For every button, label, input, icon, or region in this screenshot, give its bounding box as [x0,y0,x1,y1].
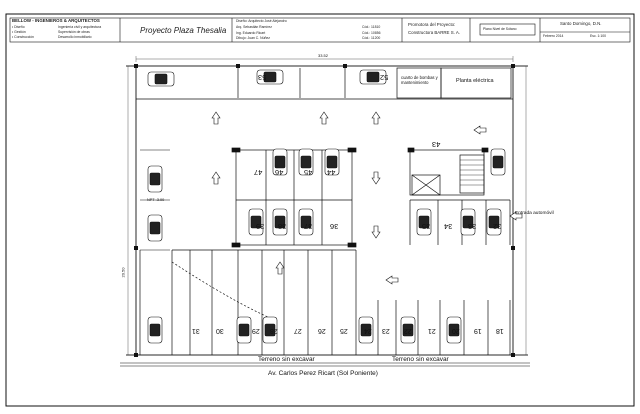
stall-39: 39 [256,222,265,231]
car [272,148,288,176]
stall-18: 18 [496,327,504,334]
stair-core [407,147,489,196]
date: Febrero 2014 [543,34,564,38]
sheet-border [5,13,635,407]
parking-island [231,147,357,248]
stall-27: 27 [294,327,302,334]
stall-33: 33 [468,222,477,231]
car [147,214,163,242]
no-excavation-left-label: Terreno sin excavar [258,356,315,363]
stall-26: 26 [318,327,326,334]
stall-21: 21 [428,327,436,334]
promoter-line-2: Constructora BARRE S. A. [408,30,460,35]
car [147,316,163,344]
credits-1: Diseño: Arquitecto José Alejandro [236,19,287,23]
stall-37: 37 [304,222,313,231]
firm-line-2: • Gestión [12,30,26,34]
traffic-arrows [211,111,523,285]
car [147,71,175,87]
left-stalls [140,149,170,251]
site-boundary [126,65,528,356]
car [236,316,252,344]
project-title: Proyecto Plaza Thesalia [140,26,227,35]
structural-columns [134,64,515,357]
stall-43: 43 [432,140,441,149]
firm-text-1: Ingeniería civil y arquitectura [58,25,102,29]
stall-19: 19 [474,327,482,334]
firm-name: BELLOW - INGENIEROS & ARQUITECTOS [12,18,100,23]
electric-room-label: Planta eléctrica [456,78,494,84]
stall-47: 47 [254,168,263,177]
dimension-lines [127,56,527,355]
entry-label: Entrada automóvil [515,211,554,216]
stall-34: 34 [444,222,453,231]
stall-25: 25 [340,327,348,334]
level-label: NPT -3.00 [147,198,165,202]
stall-53: 53 [258,73,267,82]
car [486,208,502,236]
car [298,208,314,236]
location: Santo Domingo, D.N. [560,21,602,26]
right-stalls [409,199,511,245]
cars [147,69,506,344]
stall-44: 44 [327,168,336,177]
firm-text-3: Desarrollo inmobiliario [58,35,92,39]
stall-28: 28 [270,327,278,334]
dim-side-label: 20.50 [120,267,126,278]
stall-31: 31 [192,327,200,334]
stall-20: 20 [452,327,460,334]
firm-line-3: • Construcción [12,35,34,39]
pump-room-label: cuarto de bombas y mantenimiento [401,75,438,86]
car [324,148,340,176]
car [490,148,506,176]
sheet-name: Plano Nivel de Sótano [483,27,517,31]
stall-32: 32 [493,222,502,231]
car [262,316,278,344]
stall-23: 23 [382,327,390,334]
stall-30: 30 [216,327,224,334]
stall-35: 35 [422,222,431,231]
code-1: Cód.: 11810 [362,25,381,29]
dim-total-label: 33.52 [318,53,329,58]
car [248,208,264,236]
car [298,148,314,176]
stall-24: 24 [364,327,372,334]
stall-22: 22 [404,327,412,334]
credits-4: Dibujo: Juan C. Núñez [236,36,270,40]
stall-38: 38 [278,222,287,231]
car [460,208,476,236]
car [256,69,284,85]
no-excavation-right-label: Terreno sin excavar [392,356,449,363]
promoter-line-1: Promotora del Proyecto: [408,22,456,27]
code-2: Cód.: 10856 [362,31,381,35]
stall-52: 52 [380,73,389,82]
firm-text-2: Supervisión de obras [58,30,90,34]
street-label: Av. Carlos Perez Ricart (Sol Poniente) [268,370,378,377]
scale: Esc. 1:100 [590,34,607,38]
car [272,208,288,236]
stall-36: 36 [330,222,339,231]
credits-2: Arq. Sebastián Ramírez [236,25,272,29]
credits-3: Ing. Eduardo Ricart [236,31,266,35]
car [400,316,416,344]
car [358,316,374,344]
car [147,165,163,193]
top-service-rooms [136,67,513,100]
car [416,208,432,236]
title-block [9,17,631,43]
firm-line-1: • Diseño [12,25,25,29]
stall-46: 46 [275,168,284,177]
stall-45: 45 [304,168,313,177]
code-3: Cód.: 11200 [362,36,381,40]
car [446,316,462,344]
car [359,69,387,85]
front-strip [120,362,530,367]
stall-29: 29 [252,327,260,334]
